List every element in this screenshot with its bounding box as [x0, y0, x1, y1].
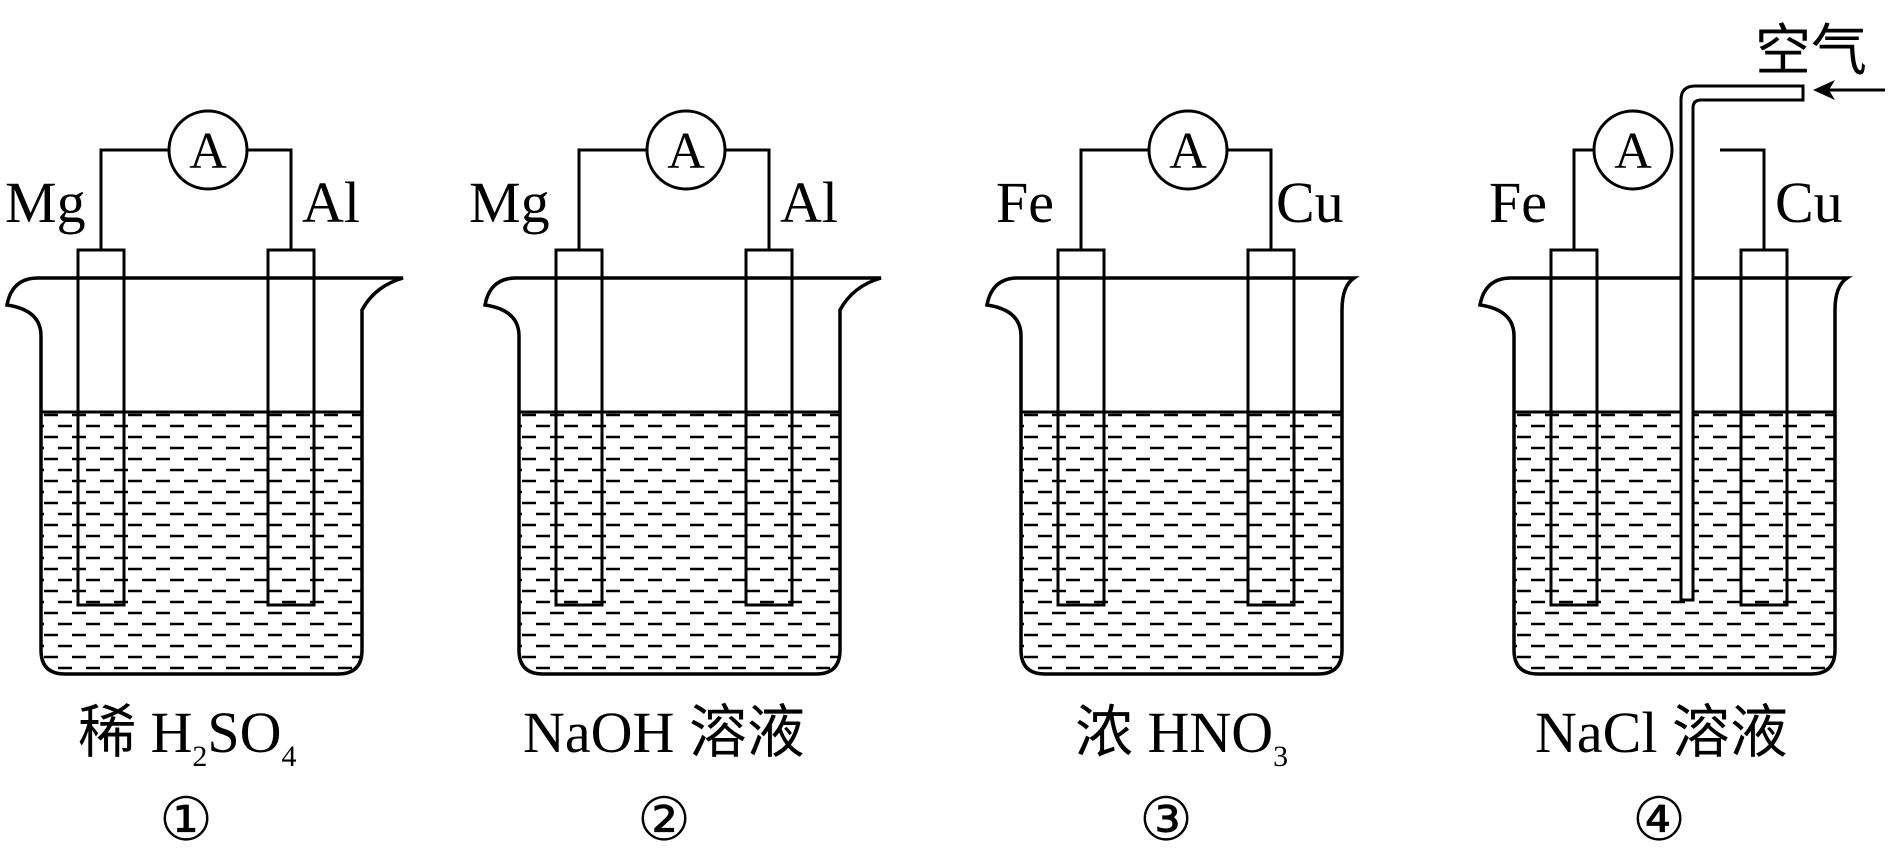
ammeter-label: A — [667, 123, 705, 180]
liquid — [1021, 412, 1342, 674]
left-electrode-label: Mg — [469, 170, 550, 235]
ammeter — [1592, 109, 1674, 191]
air-tube — [1679, 84, 1805, 602]
solution-label: NaOH 溶液 — [523, 700, 805, 765]
ammeter-label: A — [1614, 123, 1652, 180]
right-electrode-label: Cu — [1775, 170, 1843, 235]
cell-number: ② — [637, 787, 691, 851]
beaker — [1477, 276, 1853, 676]
liquid — [41, 412, 362, 674]
wire — [1720, 148, 1766, 250]
right-electrode-label: Al — [302, 170, 360, 235]
ammeter-label: A — [1169, 123, 1207, 180]
left-electrode-label: Mg — [5, 170, 86, 235]
wire — [1227, 148, 1273, 250]
wire — [247, 148, 293, 250]
liquid — [1514, 412, 1835, 674]
cell-4: A Fe Cu 空气 NaCl 溶液 ④ — [1477, 21, 1885, 851]
beaker — [4, 276, 404, 676]
cell-2: A Mg Al NaOH 溶液 ② — [469, 109, 882, 851]
wire — [725, 148, 771, 250]
liquid — [519, 412, 840, 674]
wire — [577, 148, 647, 250]
ammeter — [645, 109, 727, 191]
wire — [99, 148, 169, 250]
arrow-left-icon — [1813, 80, 1885, 100]
beaker — [984, 276, 1360, 676]
left-electrode-label: Fe — [996, 170, 1054, 235]
ammeter — [1147, 109, 1229, 191]
air-label: 空气 — [1755, 21, 1867, 83]
cell-number: ① — [159, 787, 213, 851]
wire — [1079, 148, 1149, 250]
cell-number: ③ — [1139, 787, 1193, 851]
left-electrode-label: Fe — [1489, 170, 1547, 235]
cell-number: ④ — [1632, 787, 1686, 851]
ammeter-label: A — [189, 123, 227, 180]
cell-3: A Fe Cu 浓 HNO3 ③ — [984, 109, 1360, 851]
solution-label: 浓 HNO3 — [1075, 700, 1288, 773]
beaker — [482, 276, 882, 676]
solution-label: 稀 H2SO4 — [78, 700, 297, 773]
right-electrode-label: Al — [780, 170, 838, 235]
ammeter — [167, 109, 249, 191]
cell-1: A Mg Al 稀 H2SO4 ① — [4, 109, 404, 851]
solution-label: NaCl 溶液 — [1535, 700, 1788, 765]
right-electrode-label: Cu — [1276, 170, 1344, 235]
